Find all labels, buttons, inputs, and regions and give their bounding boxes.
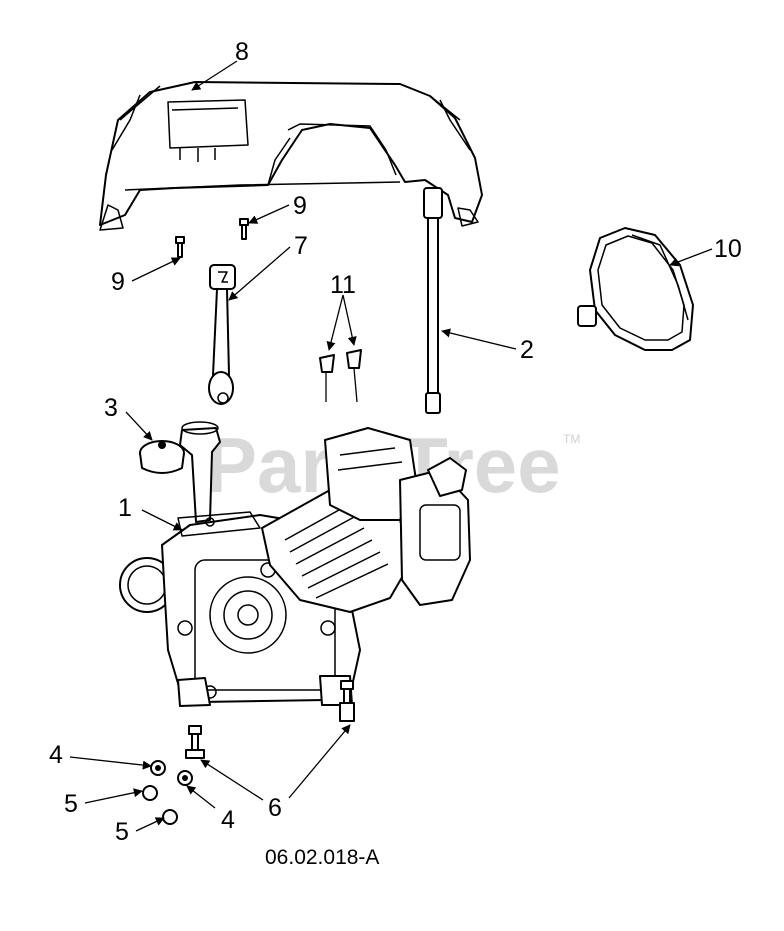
callout-6: 6 xyxy=(268,794,282,822)
bolt-part-6-right xyxy=(339,680,355,722)
fuel-cap-part xyxy=(139,440,185,474)
callout-5-lower: 5 xyxy=(115,818,129,846)
spark-plug-cap-right xyxy=(346,349,362,403)
callout-4-upper: 4 xyxy=(49,741,63,769)
bolt-part-6-left xyxy=(185,725,205,759)
callout-7: 7 xyxy=(294,232,308,260)
watermark-trademark: TM xyxy=(563,432,580,446)
nut-part-5-upper xyxy=(142,785,158,801)
callout-9-upper: 9 xyxy=(293,192,307,220)
spark-plug-cap-left xyxy=(319,354,335,402)
callout-4-lower: 4 xyxy=(221,806,235,834)
air-filter-cover-part xyxy=(577,227,694,351)
callout-11: 11 xyxy=(330,271,356,299)
washer-part-4-lower xyxy=(177,770,193,786)
callout-5-upper: 5 xyxy=(64,790,78,818)
callout-10: 10 xyxy=(714,235,742,263)
callout-2: 2 xyxy=(520,336,534,364)
screw-part-9-upper xyxy=(239,218,249,240)
key-tool-part xyxy=(208,264,236,405)
callout-8: 8 xyxy=(235,38,249,66)
screw-part-9-lower xyxy=(175,236,185,258)
nut-part-5-lower xyxy=(162,809,178,825)
callout-9-lower: 9 xyxy=(111,268,125,296)
dipstick-part xyxy=(423,187,443,414)
figure-code: 06.02.018-A xyxy=(265,846,379,869)
engine-assembly-part xyxy=(119,421,471,707)
leader-lines xyxy=(69,60,713,832)
callout-1: 1 xyxy=(118,494,132,522)
washer-part-4-upper xyxy=(150,760,166,776)
callout-3: 3 xyxy=(104,394,118,422)
